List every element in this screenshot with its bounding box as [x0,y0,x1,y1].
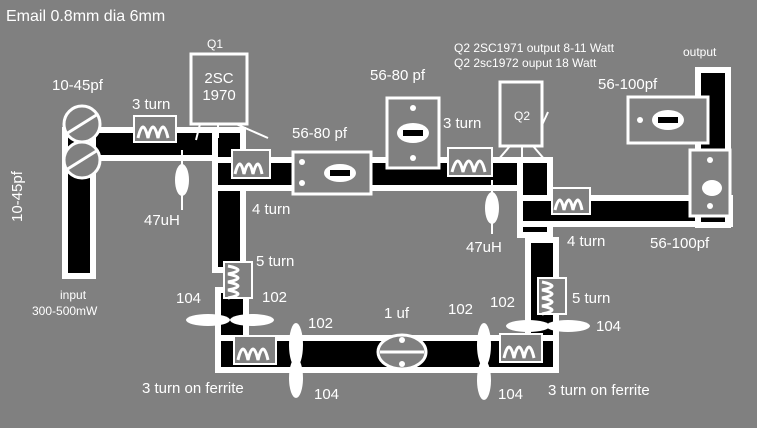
output-label: output [683,45,717,59]
coil-5turn-right-label: 5 turn [572,290,610,307]
electrolytic-cap-1uf [376,333,428,371]
trimmer-cap-56-80-right [385,96,441,170]
cap-104-bottom-left-label: 104 [314,386,339,403]
cap-102-right-label: 102 [490,294,515,311]
q2-title: Q2 [514,109,530,123]
coil-3turn-left-label: 3 turn [132,96,170,113]
ceramic-cap-102-mid-right [477,323,491,367]
coil-5turn-left-label: 5 turn [256,253,294,270]
transistor-q2: Q2 [497,80,549,162]
cap-56-80-right-label: 56-80 pf [370,67,426,84]
diagram-labels: Email 0.8mm dia 6mm Q2 2SC1971 output 8-… [6,8,717,403]
ferrite-right-label: 3 turn on ferrite [548,382,650,399]
coil-3turn-left [133,115,177,143]
q1-title: Q1 [207,37,223,51]
q2-body [498,80,544,148]
input-label: input [60,288,87,302]
ceramic-cap-104-left [186,314,274,326]
q2-note-2: Q2 2sc1972 ouput 18 Watt [454,56,597,70]
cap-56-80-left-label: 56-80 pf [292,125,348,142]
diagram-title: Email 0.8mm dia 6mm [6,8,165,25]
cap-1uf-label: 1 uf [384,305,410,322]
cap-10-45-side-label: 10-45pf [9,170,26,222]
cap-104-right-label: 104 [596,318,621,335]
ceramic-cap-102-mid-left [289,323,303,367]
q1-part-line1: 2SC [204,70,233,87]
coil-3turn-mid-label: 3 turn [443,115,481,132]
cap-102-left-label: 102 [262,289,287,306]
cap-104-left-label: 104 [176,290,201,307]
coil-5turn-left [223,261,253,300]
trimmer-cap-56-80-left [291,150,373,196]
choke-47uh-right-label: 47uH [466,239,502,256]
coil-5turn-right [537,277,567,316]
cap-102-mid-right-label: 102 [448,301,473,318]
choke-47uh-left-label: 47uH [144,212,180,229]
trimmer-cap-10-45-side [62,140,102,180]
coil-4turn-left [231,149,271,179]
ceramic-cap-104-bottom-left [289,358,303,398]
ferrite-coil-left [233,335,277,365]
ferrite-left-label: 3 turn on ferrite [142,380,244,397]
q1-part-line2: 1970 [202,87,235,104]
ceramic-cap-104-right [506,320,590,332]
trimmer-cap-56-100-top [626,95,710,145]
q2-note-1: Q2 2SC1971 output 8-11 Watt [454,41,615,55]
ceramic-cap-104-bottom-right [477,360,491,400]
choke-47uh-right [485,180,499,234]
cap-56-100-top-label: 56-100pf [598,76,658,93]
cap-102-mid-left-label: 102 [308,315,333,332]
input-power-label: 300-500mW [32,304,98,318]
cap-104-bottom-right-label: 104 [498,386,523,403]
choke-47uh-left [175,150,189,210]
transistor-q1: 2SC 1970 Q1 [189,37,269,141]
trimmer-cap-10-45-top [62,104,102,144]
coil-3turn-mid [447,147,493,177]
coil-4turn-right-label: 4 turn [567,233,605,250]
cap-10-45-top-label: 10-45pf [52,77,104,94]
cap-56-100-bottom-label: 56-100pf [650,235,710,252]
ferrite-coil-right [499,333,543,363]
trimmer-cap-56-100-bottom [688,148,732,218]
coil-4turn-right [551,187,591,215]
q1-body [189,52,249,126]
coil-4turn-left-label: 4 turn [252,201,290,218]
